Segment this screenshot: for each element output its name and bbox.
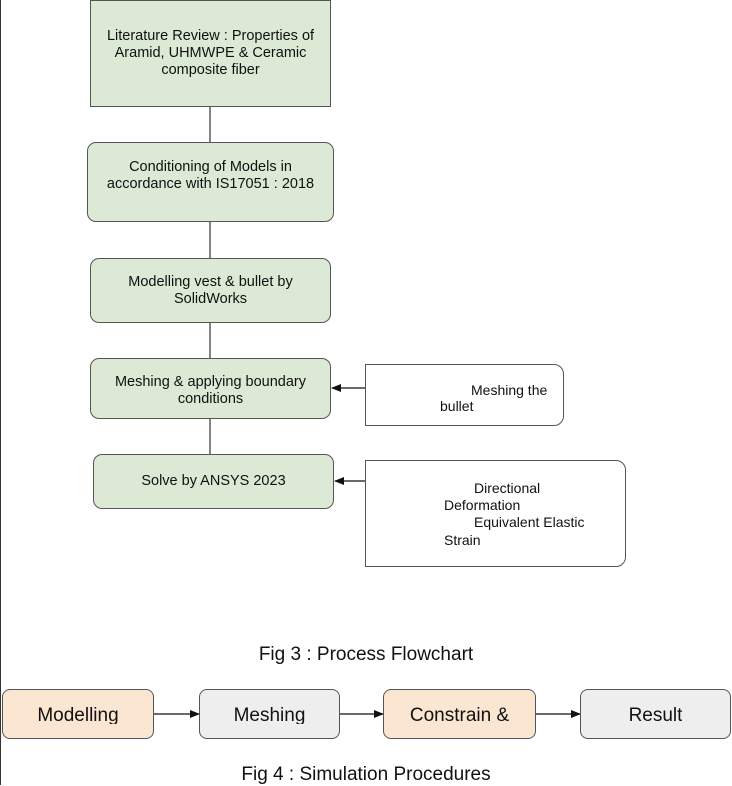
flow-step-conditioning: Conditioning of Models in accordance wit…	[87, 142, 334, 222]
page-edge-line	[0, 0, 1, 785]
note-line: Deformation	[444, 497, 521, 513]
fig3-caption: Fig 3 : Process Flowchart	[258, 644, 474, 665]
note-results: Directional Deformation Equivalent Elast…	[365, 460, 626, 567]
note-meshing-bullet: Meshing the bullet	[365, 364, 564, 426]
flow-step-text: Modelling vest & bullet by SolidWorks	[128, 273, 293, 307]
procedure-step-text: Result	[628, 705, 683, 724]
flow-step-text: Literature Review : Properties of Aramid…	[106, 28, 315, 78]
note-line: Meshing the	[471, 382, 548, 398]
flow-step-meshing: Meshing & applying boundary conditions	[90, 358, 331, 419]
flow-step-text: Conditioning of Models in accordance wit…	[106, 159, 315, 192]
note-line: Strain	[444, 532, 481, 548]
flow-step-solve: Solve by ANSYS 2023	[93, 454, 334, 509]
fig4-caption: Fig 4 : Simulation Procedures	[241, 764, 491, 785]
procedure-step-modelling: Modelling	[2, 689, 154, 739]
procedure-step-constrain: Constrain &	[383, 689, 536, 739]
procedure-step-result: Result	[580, 689, 731, 739]
procedure-step-text: Modelling	[37, 705, 119, 724]
flow-step-literature-review: Literature Review : Properties of Aramid…	[90, 0, 331, 107]
procedure-step-text: Constrain &	[409, 705, 510, 724]
note-line: Equivalent Elastic	[474, 514, 585, 530]
procedure-step-text: Meshing	[233, 705, 306, 724]
note-line: Directional	[474, 480, 541, 496]
flow-step-modelling: Modelling vest & bullet by SolidWorks	[90, 258, 331, 323]
procedure-step-meshing: Meshing	[199, 689, 340, 739]
flow-step-text: Solve by ANSYS 2023	[141, 473, 286, 489]
flow-step-text: Meshing & applying boundary conditions	[114, 374, 307, 407]
note-line: bullet	[440, 398, 474, 414]
